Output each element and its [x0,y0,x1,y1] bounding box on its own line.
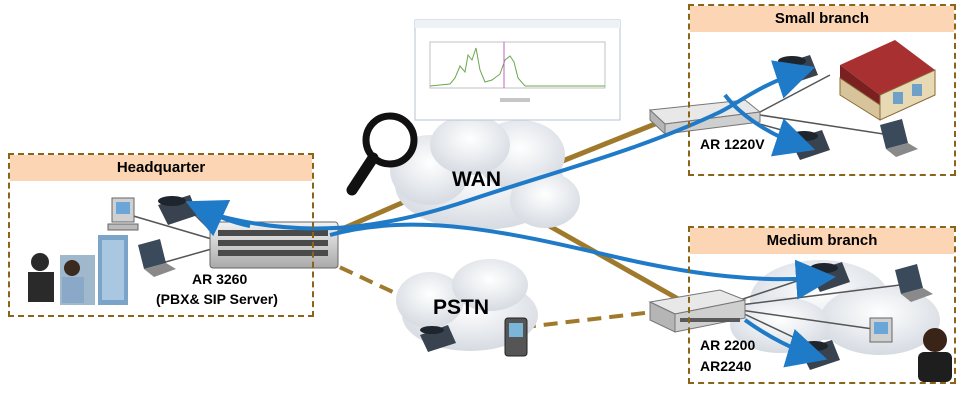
monitor-graph-thumbnail [414,19,621,121]
magnifier-icon [346,112,418,196]
hq-to-medium-call-path [329,222,836,300]
hq-pstn-link [319,256,411,302]
medium-desktop-icon [869,317,893,343]
hq-to-small-call-path [204,60,816,231]
laptop-icons [138,119,933,302]
medium-router [648,289,747,333]
headquarter-title: Headquarter [10,155,312,181]
call-paths [185,60,836,368]
medium-laptop-icon [895,264,933,302]
small-branch-box [688,4,956,176]
hq-phone-call-path [185,200,251,237]
medium-to-phone-call-path [743,318,828,368]
pstn-phone-icon [420,325,456,352]
headquarter-box [8,153,314,317]
hq-router-label: AR 3260 [192,271,248,287]
small-to-phone-call-path [723,93,816,157]
hq-laptop-icon [138,239,176,277]
wan-label: WAN [452,168,501,191]
hq-desktop-icon [107,197,139,231]
hq-office-image [28,235,128,305]
mobile-phone-icon [504,317,528,357]
wan-medium-link [528,212,682,303]
hq-router [209,221,339,269]
house-icon [839,40,936,121]
hq-router-role-label: (PBX& SIP Server) [156,291,278,307]
medium-router-label-2: AR2240 [700,358,752,374]
medium-branch-box [688,226,956,384]
medium-branch-title: Medium branch [690,228,954,254]
pstn-label: PSTN [433,296,490,319]
pstn-cloud [396,259,538,351]
small-router-label: AR 1220V [700,136,765,152]
medium-router-label-1: AR 2200 [700,337,756,353]
medium-person-image [918,328,952,382]
small-laptop-icon [880,119,918,157]
small-branch-title: Small branch [690,6,954,32]
